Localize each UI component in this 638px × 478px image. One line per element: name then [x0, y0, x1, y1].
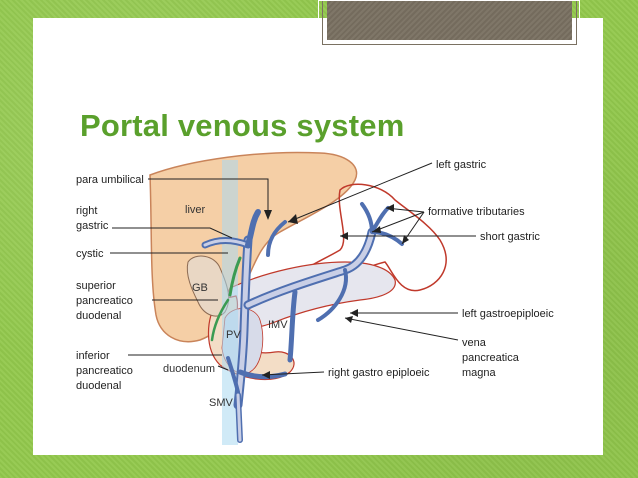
label-vena-pm-line3: magna	[462, 367, 497, 379]
pointer-right-gastro-epiploeic	[261, 371, 325, 376]
arrowhead-right-gastro-epiploeic	[262, 371, 270, 379]
label-smv: SMV	[209, 397, 234, 409]
label-vena-pm-line1: vena	[462, 337, 487, 349]
label-superior-pd-line2: pancreatico	[76, 295, 133, 307]
arrowhead-formative-2	[386, 204, 394, 212]
arrowhead-left-gastroepiploeic	[350, 309, 358, 317]
label-imv: IMV	[268, 319, 288, 331]
left-portal-branch	[245, 209, 261, 248]
label-cystic: cystic	[76, 248, 104, 260]
pointer-arrowheads	[262, 204, 409, 379]
imv-vein	[287, 289, 298, 363]
splenic-vein-highlight	[245, 229, 375, 308]
stomach-outline	[279, 183, 447, 306]
label-vena-pm-line2: pancreatica	[462, 352, 520, 364]
right-gastro-epiploic-vein	[237, 369, 288, 380]
label-left-gastroepiploeic: left gastroepiploeic	[462, 308, 554, 320]
right-portal-branch-highlight	[203, 239, 250, 247]
pointer-formative-1	[371, 211, 425, 233]
label-right-gastric-line2: gastric	[76, 220, 109, 232]
label-para-umbilical: para umbilical	[76, 174, 144, 186]
decorative-corner-panel	[322, 0, 577, 45]
label-superior-pd-line1: superior	[76, 280, 116, 292]
inf-pd-vein	[226, 356, 240, 394]
smv-vein-highlight	[236, 393, 242, 442]
arrowhead-short-gastric	[340, 232, 348, 240]
label-inferior-pd-line3: duodenal	[76, 380, 121, 392]
label-pv: PV	[226, 329, 241, 341]
label-right-gastro-epiploeic: right gastro epiploeic	[328, 367, 430, 379]
pointer-duodenum	[217, 365, 229, 371]
arrowhead-para-umbilical	[264, 210, 272, 220]
portal-vein-highlight	[235, 237, 251, 408]
arrowhead-formative-3	[402, 235, 409, 244]
pointer-lines	[110, 162, 476, 376]
label-right-gastric-line1: right	[76, 205, 97, 217]
label-short-gastric: short gastric	[480, 231, 540, 243]
label-duodenum: duodenum	[163, 363, 215, 375]
pointer-left-gastric	[287, 162, 433, 223]
pointer-para-umbilical	[148, 178, 269, 210]
label-gb: GB	[192, 282, 208, 294]
arrowhead-formative-1	[372, 226, 381, 233]
cystic-vein	[228, 256, 242, 297]
label-left-gastric: left gastric	[436, 159, 487, 171]
slide-canvas	[33, 18, 603, 455]
left-gastric-vein	[266, 220, 287, 257]
label-formative-tributaries: formative tributaries	[428, 206, 525, 218]
pointer-vena-pm	[344, 317, 459, 341]
label-superior-pd-line3: duodenal	[76, 310, 121, 322]
slide-title: Portal venous system	[80, 108, 405, 143]
sup-pd-vein	[210, 298, 230, 342]
arrowhead-vena-pm	[345, 316, 353, 323]
label-inferior-pd-line1: inferior	[76, 350, 110, 362]
pointer-right-gastric	[112, 227, 233, 239]
left-gastroepiploic-vein	[316, 268, 348, 322]
vein-network	[201, 202, 404, 443]
arrowhead-left-gastric	[288, 214, 298, 224]
label-inferior-pd-line2: pancreatico	[76, 365, 133, 377]
decorative-corner-frame	[318, 0, 580, 46]
label-liver: liver	[185, 204, 206, 216]
